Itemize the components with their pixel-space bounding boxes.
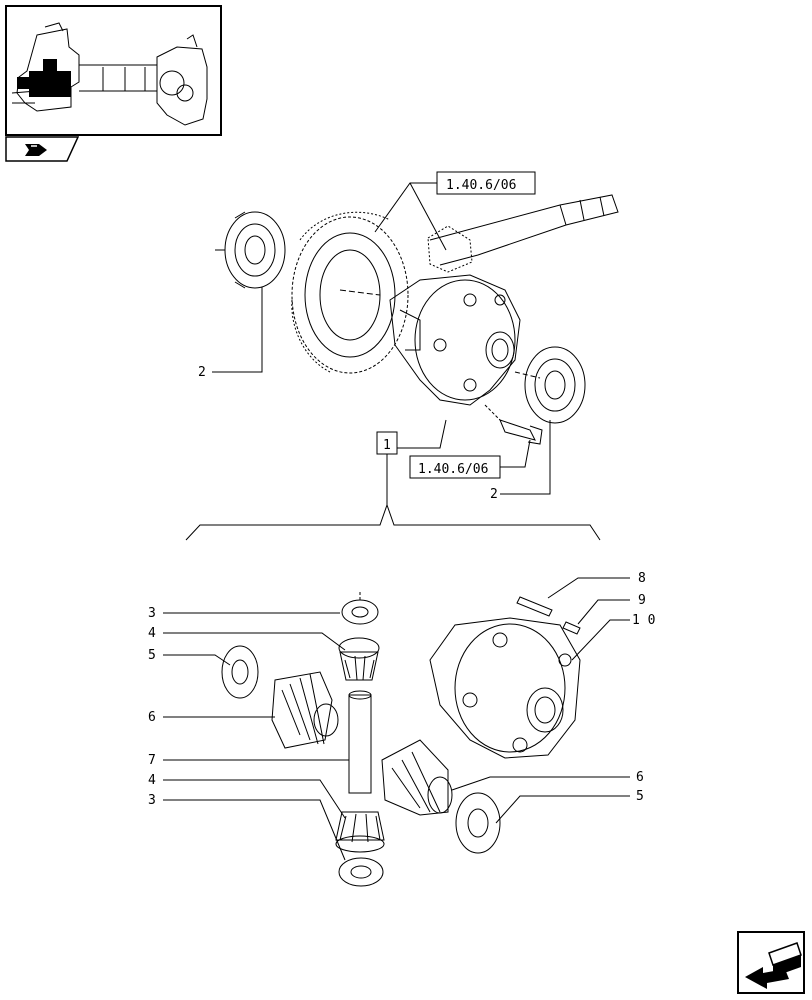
callout-side-gear-right: 6 — [636, 770, 644, 785]
reference-box-upper — [436, 171, 536, 195]
pinion-shaft-part — [427, 194, 619, 273]
callout-housing: 1 0 — [632, 613, 655, 628]
right-bearing-part — [514, 346, 586, 424]
callout-roll-pin: 8 — [638, 571, 646, 586]
group-box-label: 1 — [383, 438, 391, 453]
left-bearing-part — [215, 211, 286, 289]
reference-box-lower — [409, 455, 501, 479]
next-page-button[interactable] — [737, 931, 805, 994]
next-page-arrow-icon — [745, 942, 802, 989]
section-tab[interactable] — [5, 136, 80, 162]
callout-pin: 7 — [148, 753, 156, 768]
callout-right-bearing: 2 — [490, 487, 498, 502]
callout-thrust-washer-right: 5 — [636, 789, 644, 804]
callout-dowel: 9 — [638, 593, 646, 608]
section-tab-icon — [5, 136, 80, 162]
ring-gear-part — [291, 211, 409, 374]
differential-housing-part — [389, 274, 521, 406]
assembly-thumbnail[interactable] — [5, 5, 222, 136]
reference-label-lower[interactable]: 1.40.6/06 — [418, 462, 488, 477]
reference-label-upper[interactable]: 1.40.6/06 — [446, 178, 516, 193]
axle-thumbnail-icon — [11, 22, 208, 126]
group-box — [376, 431, 398, 455]
callout-thrust-washer-left: 5 — [148, 648, 156, 663]
callout-washer-bottom: 3 — [148, 793, 156, 808]
callout-washer-top: 3 — [148, 606, 156, 621]
callout-pinion-bottom: 4 — [148, 773, 156, 788]
bolt-part — [484, 404, 543, 445]
callout-left-bearing: 2 — [198, 365, 206, 380]
callout-pinion-top: 4 — [148, 626, 156, 641]
callout-side-gear-left: 6 — [148, 710, 156, 725]
